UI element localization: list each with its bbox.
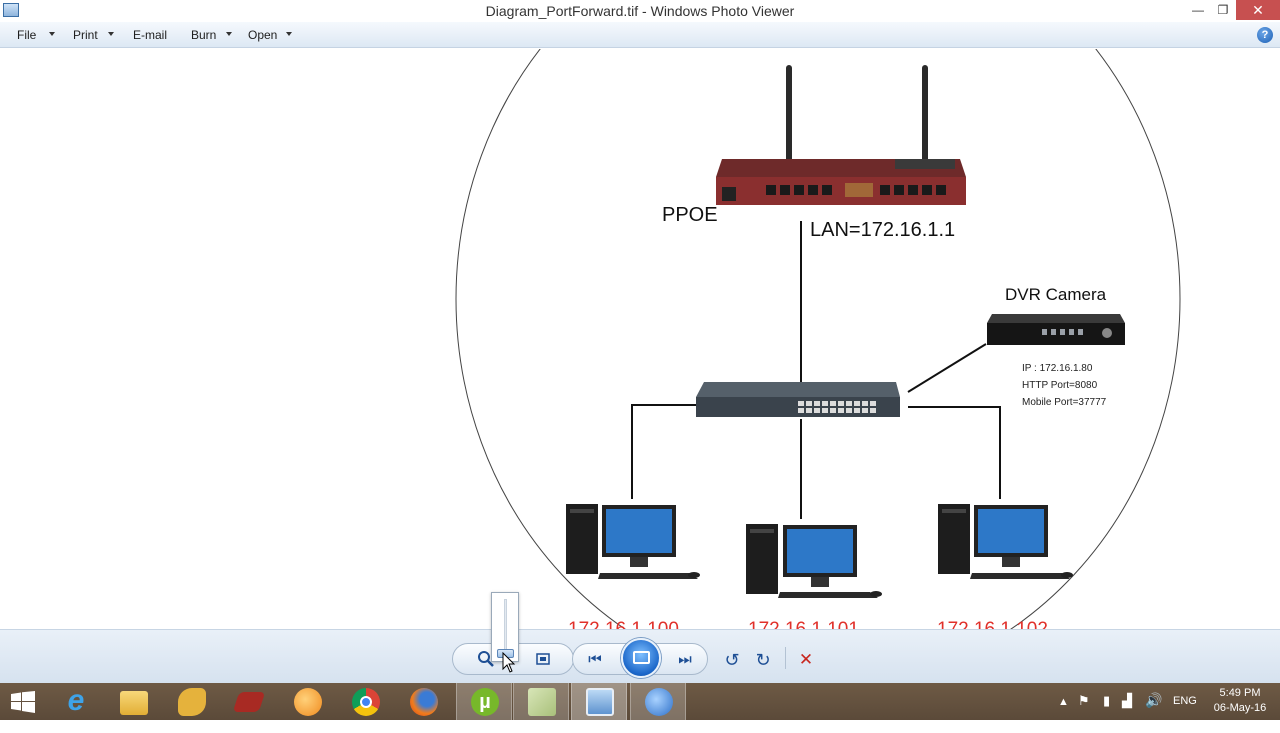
pc-ip-label: 172.16.1.100 [568,619,679,629]
network-diagram [0,49,1280,629]
tool-app-icon[interactable] [164,683,220,720]
switch-icon [696,382,900,417]
image-viewport: PPOE LAN=172.16.1.1 DVR Camera IP : 172.… [0,49,1280,629]
utorrent-icon[interactable]: µ [456,683,512,720]
router-label: PPOE [662,204,718,227]
router-icon [716,159,966,205]
rotate-counterclockwise-icon[interactable]: ↺ [722,650,742,670]
control-bar: ⏮ ⏭ ↺ ↻ ✕ [0,629,1280,683]
computer-icon [746,524,882,598]
clock[interactable]: 5:49 PM 06-May-16 [1205,686,1275,716]
dvr-http-port: HTTP Port=8080 [1022,380,1097,391]
clock-date: 06-May-16 [1205,701,1275,716]
book-app-icon[interactable] [222,683,278,720]
dvr-title: DVR Camera [1005,285,1106,305]
connection-line [908,344,986,392]
slideshow-icon[interactable] [621,638,661,678]
firefox-icon[interactable] [396,683,452,720]
show-hidden-icons[interactable]: ▲ [1058,696,1069,733]
dvr-ip: IP : 172.16.1.80 [1022,363,1092,374]
menu-burn[interactable]: Burn [191,28,216,42]
chevron-down-icon[interactable] [49,32,55,36]
computer-icon [938,504,1073,579]
next-icon[interactable]: ⏭ [675,650,695,670]
rotate-clockwise-icon[interactable]: ↻ [753,650,773,670]
router-antenna [786,65,792,163]
notes-app-icon[interactable] [513,683,569,720]
router-antenna [922,65,928,163]
delete-icon[interactable]: ✕ [796,650,816,670]
menu-open[interactable]: Open [248,28,277,42]
chrome-icon[interactable] [338,683,394,720]
battery-icon[interactable]: ▮ [1103,693,1110,730]
divider [785,647,786,669]
language-indicator[interactable]: ENG [1173,695,1197,707]
fit-to-window-icon[interactable] [533,650,553,670]
clock-time: 5:49 PM [1205,686,1275,701]
restore-button[interactable]: ❐ [1210,0,1236,20]
pc-ip-label: 172.16.1.102 [937,619,1048,629]
dvr-mobile-port: Mobile Port=37777 [1022,397,1106,408]
zoom-slider-track[interactable] [504,599,507,655]
minimize-button[interactable]: — [1185,0,1211,20]
action-center-icon[interactable]: ⚑ [1078,693,1090,730]
network-app-icon[interactable] [630,683,686,720]
help-icon[interactable]: ? [1257,27,1273,43]
taskbar: e µ ▲ ⚑ ▮ ▟ 🔊 ENG 5:49 PM 06-May-16 [0,683,1280,720]
file-explorer-icon[interactable] [106,683,162,720]
volume-icon[interactable]: 🔊 [1145,692,1162,729]
previous-icon[interactable]: ⏮ [585,650,605,670]
connection-line [908,407,1000,499]
menu-print[interactable]: Print [73,28,98,42]
pc-ip-label: 172.16.1.101 [748,619,859,629]
computer-icon [566,504,700,579]
dvr-icon [987,314,1125,345]
chevron-down-icon[interactable] [108,32,114,36]
close-button[interactable]: ✕ [1236,0,1280,20]
menu-file[interactable]: File [17,28,36,42]
menu-email[interactable]: E-mail [133,28,167,42]
window-title: Diagram_PortForward.tif - Windows Photo … [0,3,1280,19]
network-signal-icon[interactable]: ▟ [1122,693,1132,730]
internet-explorer-icon[interactable]: e [48,683,104,720]
title-bar: Diagram_PortForward.tif - Windows Photo … [0,0,1280,22]
mouse-cursor-icon [502,652,516,674]
menu-bar: File Print E-mail Burn Open [0,22,1280,48]
orange-app-icon[interactable] [280,683,336,720]
lan-label: LAN=172.16.1.1 [810,219,955,242]
chevron-down-icon[interactable] [226,32,232,36]
chevron-down-icon[interactable] [286,32,292,36]
photo-viewer-taskbar-icon[interactable] [571,683,627,720]
connection-line [632,405,696,499]
